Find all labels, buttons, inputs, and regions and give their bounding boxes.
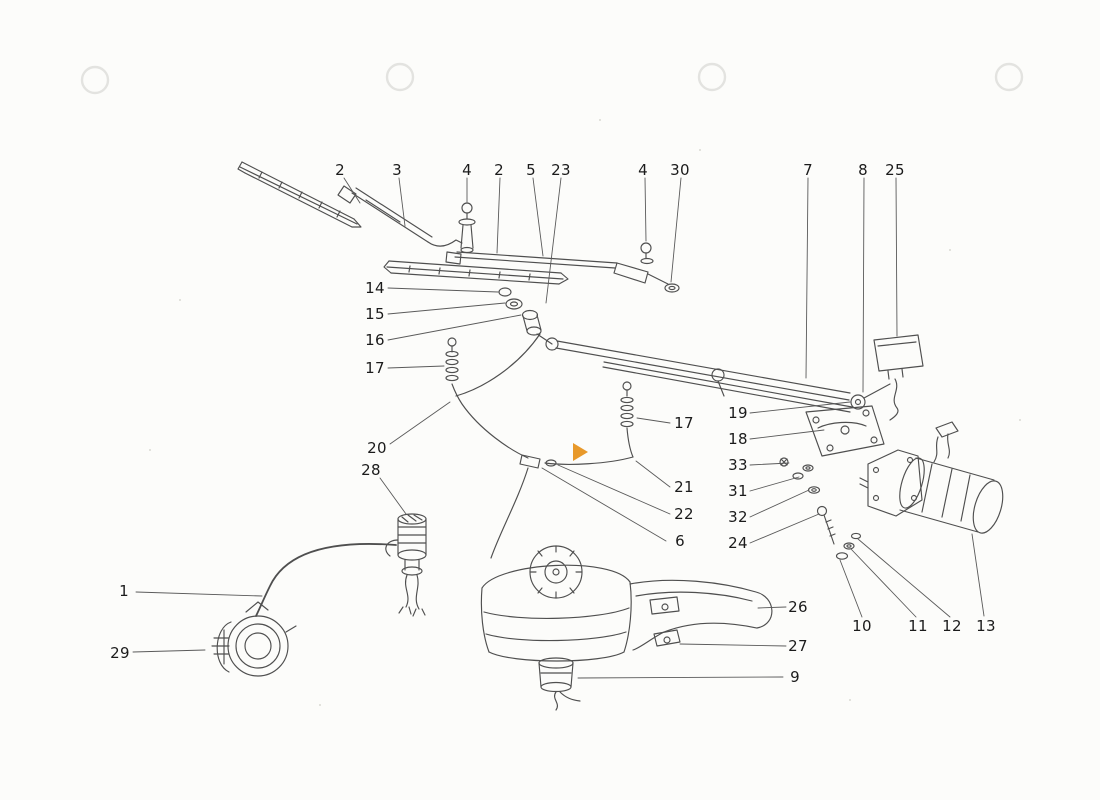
direction-arrow bbox=[573, 443, 588, 461]
hose-tee-fitting bbox=[490, 454, 557, 559]
wiper-motor bbox=[859, 421, 1004, 534]
paper-specks bbox=[149, 119, 1021, 706]
wiper-pivot-post-upper bbox=[458, 202, 476, 254]
washer-reservoir bbox=[480, 545, 632, 662]
punch-holes bbox=[80, 62, 1024, 95]
wiper-arm-lower bbox=[445, 242, 680, 293]
wiper-arm-upper bbox=[337, 185, 463, 247]
wiper-blade-upper bbox=[237, 161, 362, 228]
wiper-blade-lower bbox=[383, 260, 569, 285]
washer-stack-left bbox=[445, 333, 541, 459]
washer-valve bbox=[385, 513, 427, 617]
mounting-bracket bbox=[805, 405, 885, 457]
heat-shield bbox=[629, 579, 773, 651]
washer-stack-middle bbox=[544, 381, 634, 465]
washer-pump bbox=[538, 657, 581, 711]
fastener-hardware bbox=[779, 457, 862, 560]
washer-hose bbox=[255, 543, 397, 617]
horn bbox=[211, 601, 297, 677]
pivot-shaft-hardware bbox=[498, 287, 553, 345]
wiper-linkage bbox=[545, 337, 891, 413]
leader-lines bbox=[132, 177, 985, 679]
relay bbox=[873, 334, 924, 421]
